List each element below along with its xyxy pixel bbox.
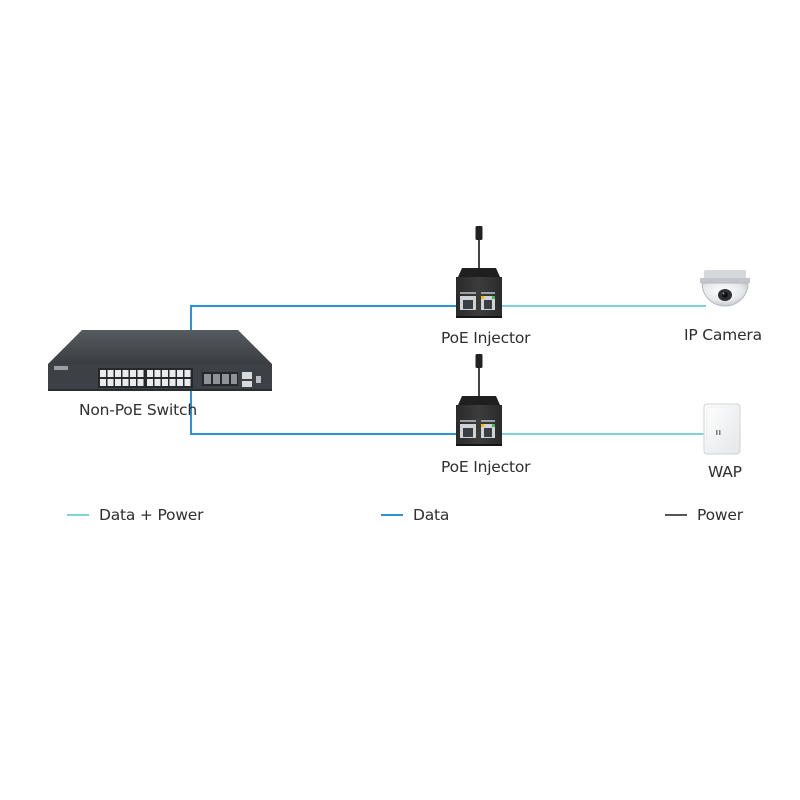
switch-port — [107, 379, 114, 386]
switch-port — [122, 370, 129, 377]
injector-bottom-label: PoE Injector — [441, 458, 531, 476]
poe-injector-icon — [456, 268, 502, 318]
power-links — [475, 226, 483, 396]
camera-label: IP Camera — [684, 326, 762, 344]
switch-port — [162, 379, 168, 386]
switch-port — [177, 370, 183, 377]
legend-label-data-power: Data + Power — [99, 506, 204, 524]
wap-label: WAP — [708, 463, 742, 481]
legend-power: Power — [665, 505, 743, 525]
switch-port — [184, 370, 191, 377]
legend-label-data: Data — [413, 506, 450, 524]
switch-port — [107, 370, 114, 377]
legend-data: Data — [381, 505, 449, 525]
switch-port — [115, 379, 121, 386]
legend-swatch-data-power — [67, 514, 89, 516]
switch-port — [169, 370, 176, 377]
switch-label: Non-PoE Switch — [79, 401, 197, 419]
legend-data-power: Data + Power — [67, 505, 204, 525]
switch-port — [130, 379, 136, 386]
switch-port-grid — [98, 368, 193, 388]
switch-port — [137, 370, 144, 377]
switch-port — [154, 370, 161, 377]
dome-camera-icon — [700, 270, 750, 307]
data-power-links — [488, 305, 706, 435]
legend-label-power: Power — [697, 506, 743, 524]
switch-port — [130, 370, 136, 377]
switch-port — [169, 379, 176, 386]
legend-swatch-data — [381, 514, 403, 516]
injector-top-label: PoE Injector — [441, 329, 531, 347]
legend-swatch-power — [665, 514, 687, 516]
switch-port — [147, 370, 153, 377]
switch-port — [137, 379, 144, 386]
switch-port — [122, 379, 129, 386]
switch-port — [162, 370, 168, 377]
poe-injector-icon — [456, 396, 502, 446]
data-link-bottom — [190, 388, 468, 435]
switch-port — [100, 370, 106, 377]
switch-port — [154, 379, 161, 386]
switch-port — [184, 379, 191, 386]
power-plug-top — [475, 226, 483, 240]
switch-port — [177, 379, 183, 386]
power-plug-bottom — [475, 354, 483, 368]
switch-port — [100, 379, 106, 386]
network-switch-icon — [48, 330, 272, 391]
switch-port — [115, 370, 121, 377]
wireless-access-point-icon — [703, 403, 741, 455]
switch-port — [147, 379, 153, 386]
